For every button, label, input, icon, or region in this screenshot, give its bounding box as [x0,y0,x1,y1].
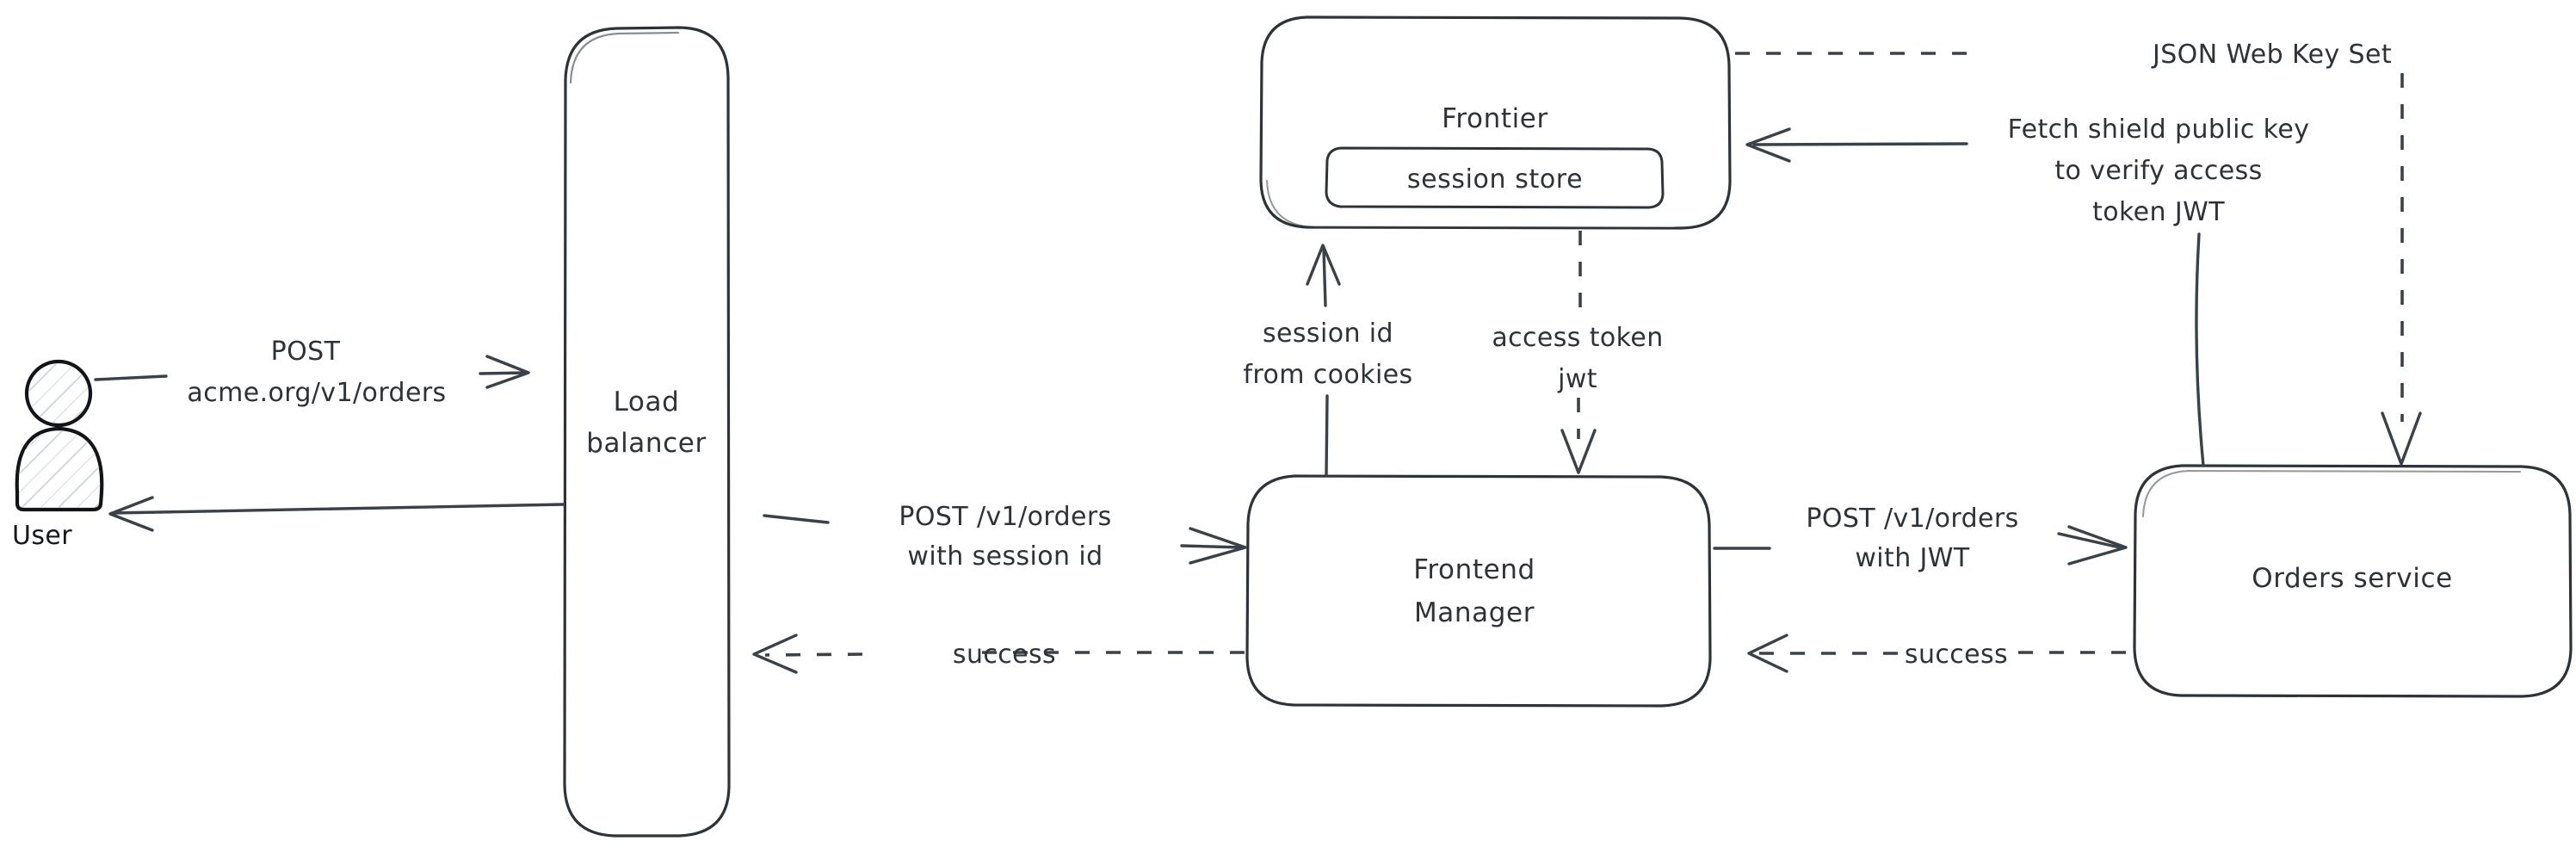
edge-fm-to-lb-label: success [953,640,1056,670]
edge-lb-to-fm [763,514,1247,565]
node-frontend-manager-label-line1: Frontend [1413,554,1535,585]
edge-user-to-lb-label-line1: POST [271,337,341,367]
edge-orders-to-fm-label: success [1905,640,2008,670]
edge-fm-to-orders [1713,525,2128,566]
edge-lb-to-fm-label-line1: POST /v1/orders [899,502,1111,532]
edge-frontier-to-fm-label-line1: access token [1492,323,1663,353]
edge-frontier-to-orders-jwks [1735,52,2422,466]
node-orders-service-label: Orders service [2252,563,2453,594]
edge-orders-to-frontier [1745,127,2205,467]
node-load-balancer-label-line1: Load [614,386,680,417]
edge-fm-to-frontier-label-line1: session id [1263,318,1393,349]
node-session-store-label: session store [1407,164,1583,195]
edge-fm-to-orders-label-line1: POST /v1/orders [1806,504,2018,534]
node-frontier-label: Frontier [1442,103,1548,134]
edge-frontier-to-orders-jwks-label: JSON Web Key Set [2151,40,2392,70]
actor-user-label: User [12,521,72,551]
edge-frontier-to-fm [1560,231,1597,474]
edge-orders-to-frontier-label-line3: token JWT [2092,197,2225,227]
node-frontend-manager-label-line2: Manager [1414,597,1535,628]
edge-fm-to-frontier-label-line2: from cookies [1243,360,1412,390]
edge-orders-to-frontier-label-line2: to verify access [2054,156,2262,186]
edge-orders-to-fm [1747,634,2126,673]
node-load-balancer[interactable] [563,26,731,838]
edge-fm-to-orders-label-line2: with JWT [1855,543,1969,573]
edge-orders-to-frontier-label-line1: Fetch shield public key [2008,114,2310,145]
node-session-store[interactable] [1325,146,1665,209]
edge-fm-to-frontier [1306,244,1341,477]
actor-user[interactable] [15,359,104,512]
node-load-balancer-label-line2: balancer [586,428,707,459]
edge-lb-to-fm-label-line2: with session id [907,541,1103,572]
edge-user-to-lb-label-line2: acme.org/v1/orders [187,378,446,408]
edge-frontier-to-fm-label-line2: jwt [1557,364,1597,394]
edge-user-to-lb [94,355,530,389]
node-orders-service[interactable] [2133,464,2573,698]
edge-fm-to-lb [752,634,1245,674]
node-frontend-manager[interactable] [1245,474,1712,708]
edge-lb-to-user [108,496,565,532]
